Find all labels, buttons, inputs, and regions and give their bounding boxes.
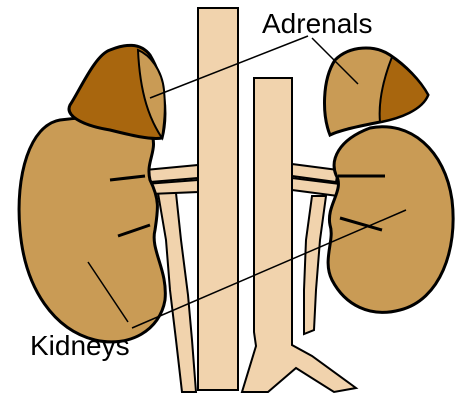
left-renal-vessel-upper — [145, 165, 198, 182]
adrenals-label: Adrenals — [262, 8, 373, 39]
left-kidney — [19, 117, 165, 342]
right-ureter — [304, 196, 326, 334]
kidneys-label: Kidneys — [30, 330, 130, 361]
